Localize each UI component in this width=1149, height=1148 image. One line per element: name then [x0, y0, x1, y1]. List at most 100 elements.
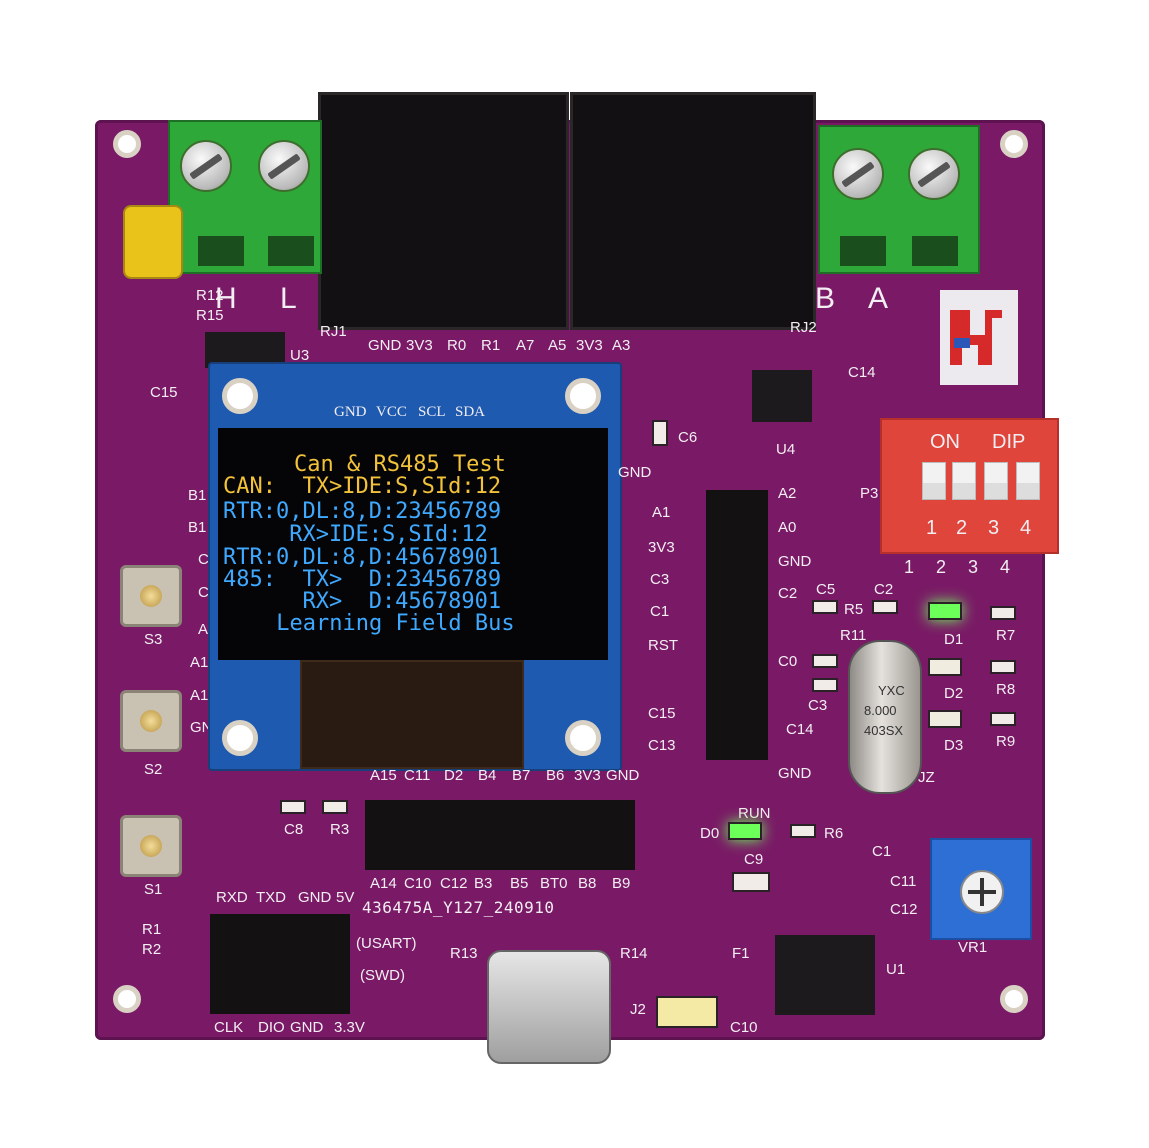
dip-outer-number: 4: [1000, 557, 1011, 577]
component-label: R11: [840, 627, 867, 644]
dip-on-label: ON: [930, 431, 960, 453]
uart-label: TXD: [256, 889, 286, 906]
capacitor: [812, 678, 838, 692]
component-label: B1: [188, 487, 207, 504]
mounting-hole: [1000, 985, 1028, 1013]
terminal-slot: [840, 236, 886, 266]
dip-outer-number: 1: [904, 557, 915, 577]
header-label: B9: [612, 875, 631, 892]
header-label: C3: [650, 571, 670, 588]
potentiometer[interactable]: [930, 838, 1032, 940]
mounting-hole: [565, 378, 601, 414]
header-label: GND: [606, 767, 640, 784]
component-label: R8: [996, 681, 1016, 698]
header-label: A3: [612, 337, 631, 354]
dip-toggle[interactable]: [952, 462, 976, 500]
terminal-label: A: [868, 282, 889, 315]
jumper[interactable]: [123, 205, 183, 279]
component-label: R13: [450, 945, 478, 962]
side-label: C: [198, 551, 209, 568]
usart-label: (USART): [356, 935, 417, 952]
header-label: B7: [512, 767, 531, 784]
led-d1: [928, 602, 962, 620]
uart-label: 5V: [336, 889, 355, 906]
uart-label: GND: [298, 889, 332, 906]
button-s2[interactable]: [120, 690, 182, 752]
component-label: R9: [996, 733, 1016, 750]
swd-pin-label: GND: [290, 1019, 324, 1036]
component-label: C10: [730, 1019, 758, 1036]
resistor: [990, 660, 1016, 674]
side-label: A1: [190, 687, 209, 704]
component-label: C15: [150, 384, 178, 401]
header-label: B8: [578, 875, 597, 892]
dip-toggle[interactable]: [922, 462, 946, 500]
screw-icon: [180, 140, 232, 192]
side-label: A1: [190, 654, 209, 671]
crystal-text: 8.000: [864, 703, 897, 718]
dip-outer-number: 2: [936, 557, 947, 577]
header-label: R1: [481, 337, 501, 354]
header-label: B3: [474, 875, 493, 892]
side-label: GN: [190, 719, 213, 736]
capacitor: [652, 420, 668, 446]
header-label: GND: [778, 765, 812, 782]
component-label: R2: [142, 941, 162, 958]
led-d3: [928, 710, 962, 728]
header-label: 3V3: [574, 767, 601, 784]
terminal-label: H: [215, 282, 237, 315]
button-label: S1: [144, 881, 163, 898]
dip-number: 2: [956, 517, 968, 539]
component-label: R15: [196, 307, 224, 324]
pot-knob-icon[interactable]: [960, 870, 1004, 914]
component-label: JZ: [918, 769, 935, 786]
jumper-j2: [656, 996, 718, 1028]
component-label: C5: [816, 581, 836, 598]
header-label: C1: [650, 603, 670, 620]
usb-c-port[interactable]: [487, 950, 611, 1064]
dip-number: 3: [988, 517, 1000, 539]
dip-number: 4: [1020, 517, 1032, 539]
dip-toggle[interactable]: [984, 462, 1008, 500]
header-label: BT0: [540, 875, 568, 892]
crystal-text: YXC: [878, 683, 905, 698]
resistor: [990, 712, 1016, 726]
component-label: D2: [944, 685, 964, 702]
component-label: F1: [732, 945, 750, 962]
dip-label: DIP: [992, 431, 1026, 453]
dip-switch[interactable]: ON DIP 1 2 3 4: [880, 418, 1059, 554]
screw-icon: [258, 140, 310, 192]
header-label: C10: [404, 875, 432, 892]
component-label: C6: [678, 429, 698, 446]
header-label: A1: [652, 504, 671, 521]
header-label: B4: [478, 767, 497, 784]
button-s3[interactable]: [120, 565, 182, 627]
oled-line: RTR:0,DL:8,D:23456789: [223, 499, 502, 524]
button-s1[interactable]: [120, 815, 182, 877]
ic-chip: [752, 370, 812, 422]
terminal-slot: [268, 236, 314, 266]
header-label: C12: [440, 875, 468, 892]
component-label: C8: [284, 821, 304, 838]
component-label: R14: [620, 945, 648, 962]
header-label: A2: [778, 485, 797, 502]
dip-toggle[interactable]: [1016, 462, 1040, 500]
component-label: U3: [290, 347, 310, 364]
header-label: GND: [778, 553, 812, 570]
crystal: YXC 8.000 403SX: [848, 640, 922, 794]
dip-outer-number: 3: [968, 557, 979, 577]
component-label: GND: [618, 464, 652, 481]
terminal-slot: [912, 236, 958, 266]
component-label: R1: [142, 921, 162, 938]
mounting-hole: [113, 985, 141, 1013]
component-label: B1: [188, 519, 207, 536]
terminal-slot: [198, 236, 244, 266]
voltage-regulator: [775, 935, 875, 1015]
header-label: A0: [778, 519, 797, 536]
component-label: P3: [860, 485, 879, 502]
oled-line: RX>IDE:S,SId:12: [223, 522, 488, 547]
header-label: A5: [548, 337, 567, 354]
component-label: J2: [630, 1001, 646, 1018]
header-label: C13: [648, 737, 676, 754]
swd-pin-label: CLK: [214, 1019, 244, 1036]
